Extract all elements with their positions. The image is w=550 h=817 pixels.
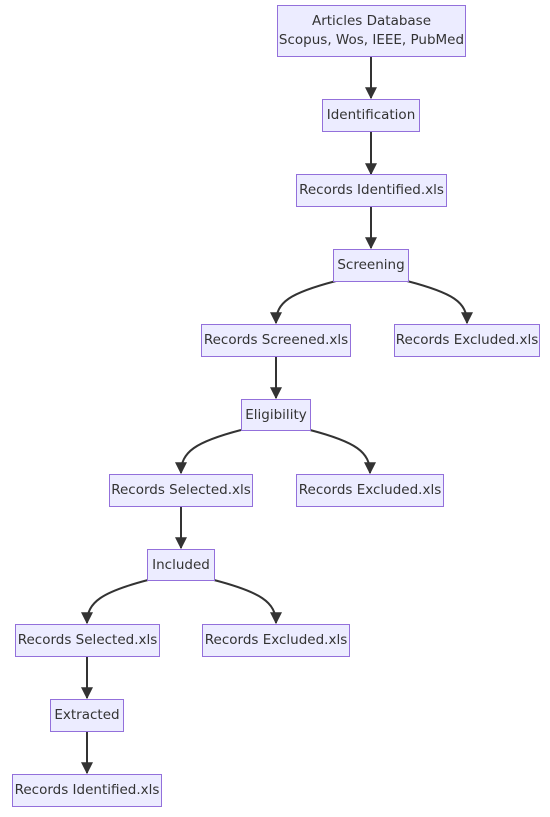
node-records-identified-final: Records Identified.xls [12,774,162,807]
edge-eligibility-to-records-selected [175,429,242,475]
node-included: Included [147,549,215,581]
edge-screening-to-records-screened [270,280,337,325]
node-records-excluded-included: Records Excluded.xls [202,624,350,657]
node-identification: Identification [322,99,420,132]
node-records-excluded-eligibility-label: Records Excluded.xls [298,482,442,498]
edge-screening-to-records-excluded [406,280,473,325]
node-records-identified-label: Records Identified.xls [299,182,444,198]
node-records-identified-final-label: Records Identified.xls [14,782,160,798]
edge-eligibility-to-records-excluded [309,429,376,475]
node-extracted-label: Extracted [54,707,120,723]
node-records-identified: Records Identified.xls [296,174,447,207]
node-included-label: Included [152,556,210,573]
node-records-selected-included: Records Selected.xls [15,624,160,657]
node-screening-label: Screening [337,257,405,273]
node-records-screened-label: Records Screened.xls [203,332,349,348]
node-articles-database-line1: Articles Database [311,13,432,29]
node-eligibility-label: Eligibility [245,406,307,423]
node-articles-database: Articles Database Scopus, Wos, IEEE, Pub… [277,5,466,57]
node-identification-label: Identification [326,107,416,123]
node-records-excluded-included-label: Records Excluded.xls [204,632,348,648]
node-screening: Screening [333,249,409,282]
node-records-selected-eligibility: Records Selected.xls [109,474,253,507]
node-articles-database-line2: Scopus, Wos, IEEE, PubMed [278,32,465,48]
node-records-selected-included-label: Records Selected.xls [17,632,158,648]
node-records-excluded-eligibility: Records Excluded.xls [296,474,444,507]
node-records-selected-eligibility-label: Records Selected.xls [111,482,251,498]
node-extracted: Extracted [50,699,124,732]
node-eligibility: Eligibility [241,399,311,431]
node-records-screened: Records Screened.xls [201,324,351,357]
node-records-excluded-screening-label: Records Excluded.xls [395,332,539,348]
node-records-excluded-screening: Records Excluded.xls [394,324,540,357]
edge-included-to-records-excluded [213,579,282,625]
edge-included-to-records-selected [81,579,149,625]
